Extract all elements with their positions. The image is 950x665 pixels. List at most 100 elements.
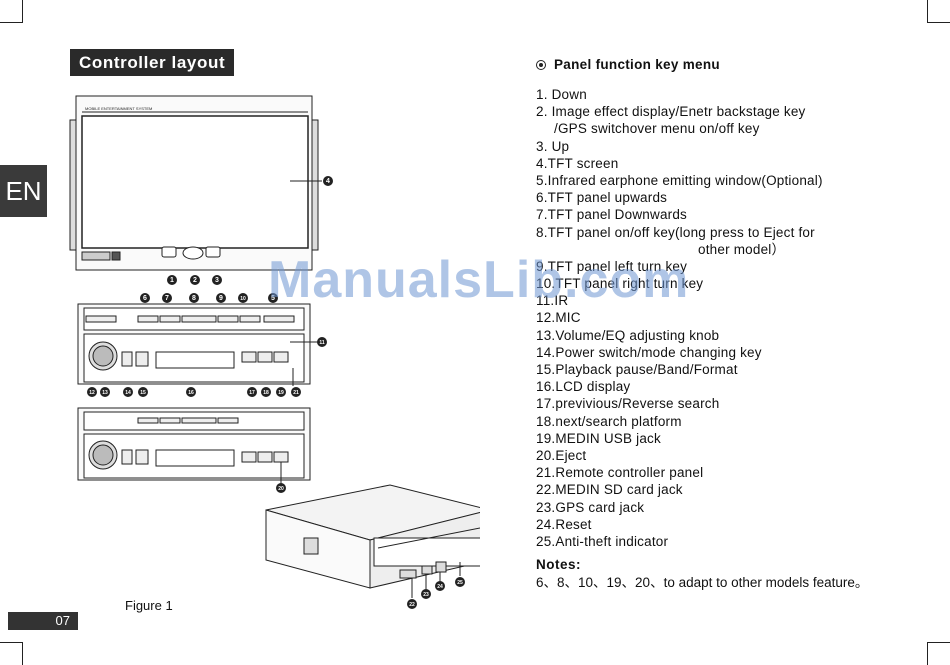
- callout-label: 18: [263, 390, 269, 396]
- list-item: 12.MIC: [536, 310, 581, 326]
- callout-label: 1: [170, 277, 174, 284]
- callout-label: 15: [140, 390, 146, 396]
- callout-7: 7: [162, 293, 172, 303]
- list-item: 17.previvious/Reverse search: [536, 396, 720, 412]
- key-list: 1. Down 2. Image effect display/Enetr ba…: [536, 86, 936, 550]
- callout-21: 21: [291, 387, 301, 397]
- list-item: 6.TFT panel upwards: [536, 190, 668, 206]
- callout-2: 2: [190, 275, 200, 285]
- callout-label: 16: [188, 390, 194, 396]
- callout-18: 18: [261, 387, 271, 397]
- page-number: 07: [8, 612, 78, 630]
- callout-label: 11: [319, 340, 325, 346]
- list-item: 20.Eject: [536, 447, 587, 463]
- list-item: 18.next/search platform: [536, 413, 682, 429]
- callout-11: 11: [317, 337, 327, 347]
- crop-mark-bottom-left: [0, 642, 23, 665]
- callout-16: 16: [186, 387, 196, 397]
- callout-label: 10: [240, 296, 246, 302]
- callout-3: 3: [212, 275, 222, 285]
- callout-label: 3: [215, 277, 219, 284]
- callout-label: 4: [326, 178, 330, 185]
- figure-caption: Figure 1: [125, 598, 173, 613]
- list-item: 2. Image effect display/Enetr backstage …: [536, 104, 806, 120]
- callout-20: 20: [276, 483, 286, 493]
- notes-title: Notes:: [536, 557, 582, 573]
- callout-label: 7: [165, 295, 169, 302]
- list-item: 16.LCD display: [536, 379, 631, 395]
- crop-mark-top-right: [927, 0, 950, 23]
- front-panel-drawing: [77, 303, 311, 385]
- callout-label: 21: [293, 390, 299, 396]
- callout-15: 15: [138, 387, 148, 397]
- list-item: 10.TFT panel right turn key: [536, 276, 704, 292]
- screen-header-text: MOBILE ENTERTAINMENT SYSTEM: [85, 106, 152, 111]
- list-item: /GPS switchover menu on/off key: [554, 121, 760, 137]
- list-item: 3. Up: [536, 138, 570, 154]
- callout-label: 20: [278, 486, 284, 492]
- callout-5: 5: [268, 293, 278, 303]
- callout-19: 19: [276, 387, 286, 397]
- callout-label: 13: [102, 390, 108, 396]
- callout-label: 8: [192, 295, 196, 302]
- callout-24: 24: [435, 581, 445, 591]
- callout-9: 9: [216, 293, 226, 303]
- callout-label: 5: [271, 295, 275, 302]
- list-item: 24.Reset: [536, 516, 592, 532]
- list-item: 9.TFT panel left turn key: [536, 258, 688, 274]
- callout-label: 19: [278, 390, 284, 396]
- callout-14: 14: [123, 387, 133, 397]
- callout-label: 14: [125, 390, 131, 396]
- callout-label: 6: [143, 295, 147, 302]
- callout-25: 25: [455, 577, 465, 587]
- list-item: 11.IR: [536, 293, 569, 309]
- notes-text: 6、8、10、19、20、to adapt to other models fe…: [536, 575, 869, 591]
- list-item: 4.TFT screen: [536, 155, 619, 171]
- language-tab: EN: [0, 165, 47, 217]
- panel-function-key-menu: Panel function key menu 1. Down 2. Image…: [536, 57, 936, 592]
- list-item: 1. Down: [536, 87, 587, 102]
- callout-13: 13: [100, 387, 110, 397]
- callout-12: 12: [87, 387, 97, 397]
- callout-label: 25: [457, 580, 463, 586]
- list-item: 15.Playback pause/Band/Format: [536, 362, 738, 377]
- list-item: 8.TFT panel on/off key(long press to Eje…: [536, 224, 815, 240]
- callout-1: 1: [167, 275, 177, 285]
- callout-label: 2: [193, 277, 197, 284]
- list-item: 13.Volume/EQ adjusting knob: [536, 327, 720, 343]
- callout-23: 23: [421, 589, 431, 599]
- list-item: 23.GPS card jack: [536, 499, 645, 515]
- list-item: other model）: [698, 241, 786, 257]
- section-title: Controller layout: [70, 49, 235, 76]
- callout-label: 22: [409, 602, 415, 608]
- watermark: ManualsLib.com: [268, 251, 690, 309]
- callout-label: 17: [249, 390, 255, 396]
- callout-17: 17: [247, 387, 257, 397]
- list-item: 7.TFT panel Downwards: [536, 207, 688, 223]
- callout-10: 10: [238, 293, 248, 303]
- crop-mark-bottom-right: [927, 642, 950, 665]
- key-menu-header: Panel function key menu: [536, 57, 936, 72]
- list-item: 21.Remote controller panel: [536, 465, 704, 481]
- controller-layout-figure: MOBILE ENTERTAINMENT SYSTEM: [69, 95, 480, 609]
- key-menu-title: Panel function key menu: [554, 57, 720, 72]
- callout-6: 6: [140, 293, 150, 303]
- list-item: 5.Infrared earphone emitting window(Opti…: [536, 172, 823, 188]
- callout-label: 9: [219, 295, 223, 302]
- callout-22: 22: [407, 599, 417, 609]
- callout-label: 12: [89, 390, 95, 396]
- callout-8: 8: [189, 293, 199, 303]
- list-item: 19.MEDIN USB jack: [536, 430, 661, 446]
- list-item: 14.Power switch/mode changing key: [536, 344, 762, 360]
- crop-mark-top-left: [0, 0, 23, 23]
- callout-label: 23: [423, 592, 429, 598]
- chassis-drawing: [265, 484, 480, 598]
- bullet-icon: [536, 59, 546, 70]
- list-item: 25.Anti-theft indicator: [536, 533, 669, 549]
- tft-panel-drawing: [69, 95, 319, 271]
- list-item: 22.MEDIN SD card jack: [536, 482, 683, 498]
- front-panel-variant-drawing: [77, 407, 311, 484]
- callout-label: 24: [437, 584, 443, 590]
- callout-4: 4: [323, 176, 333, 186]
